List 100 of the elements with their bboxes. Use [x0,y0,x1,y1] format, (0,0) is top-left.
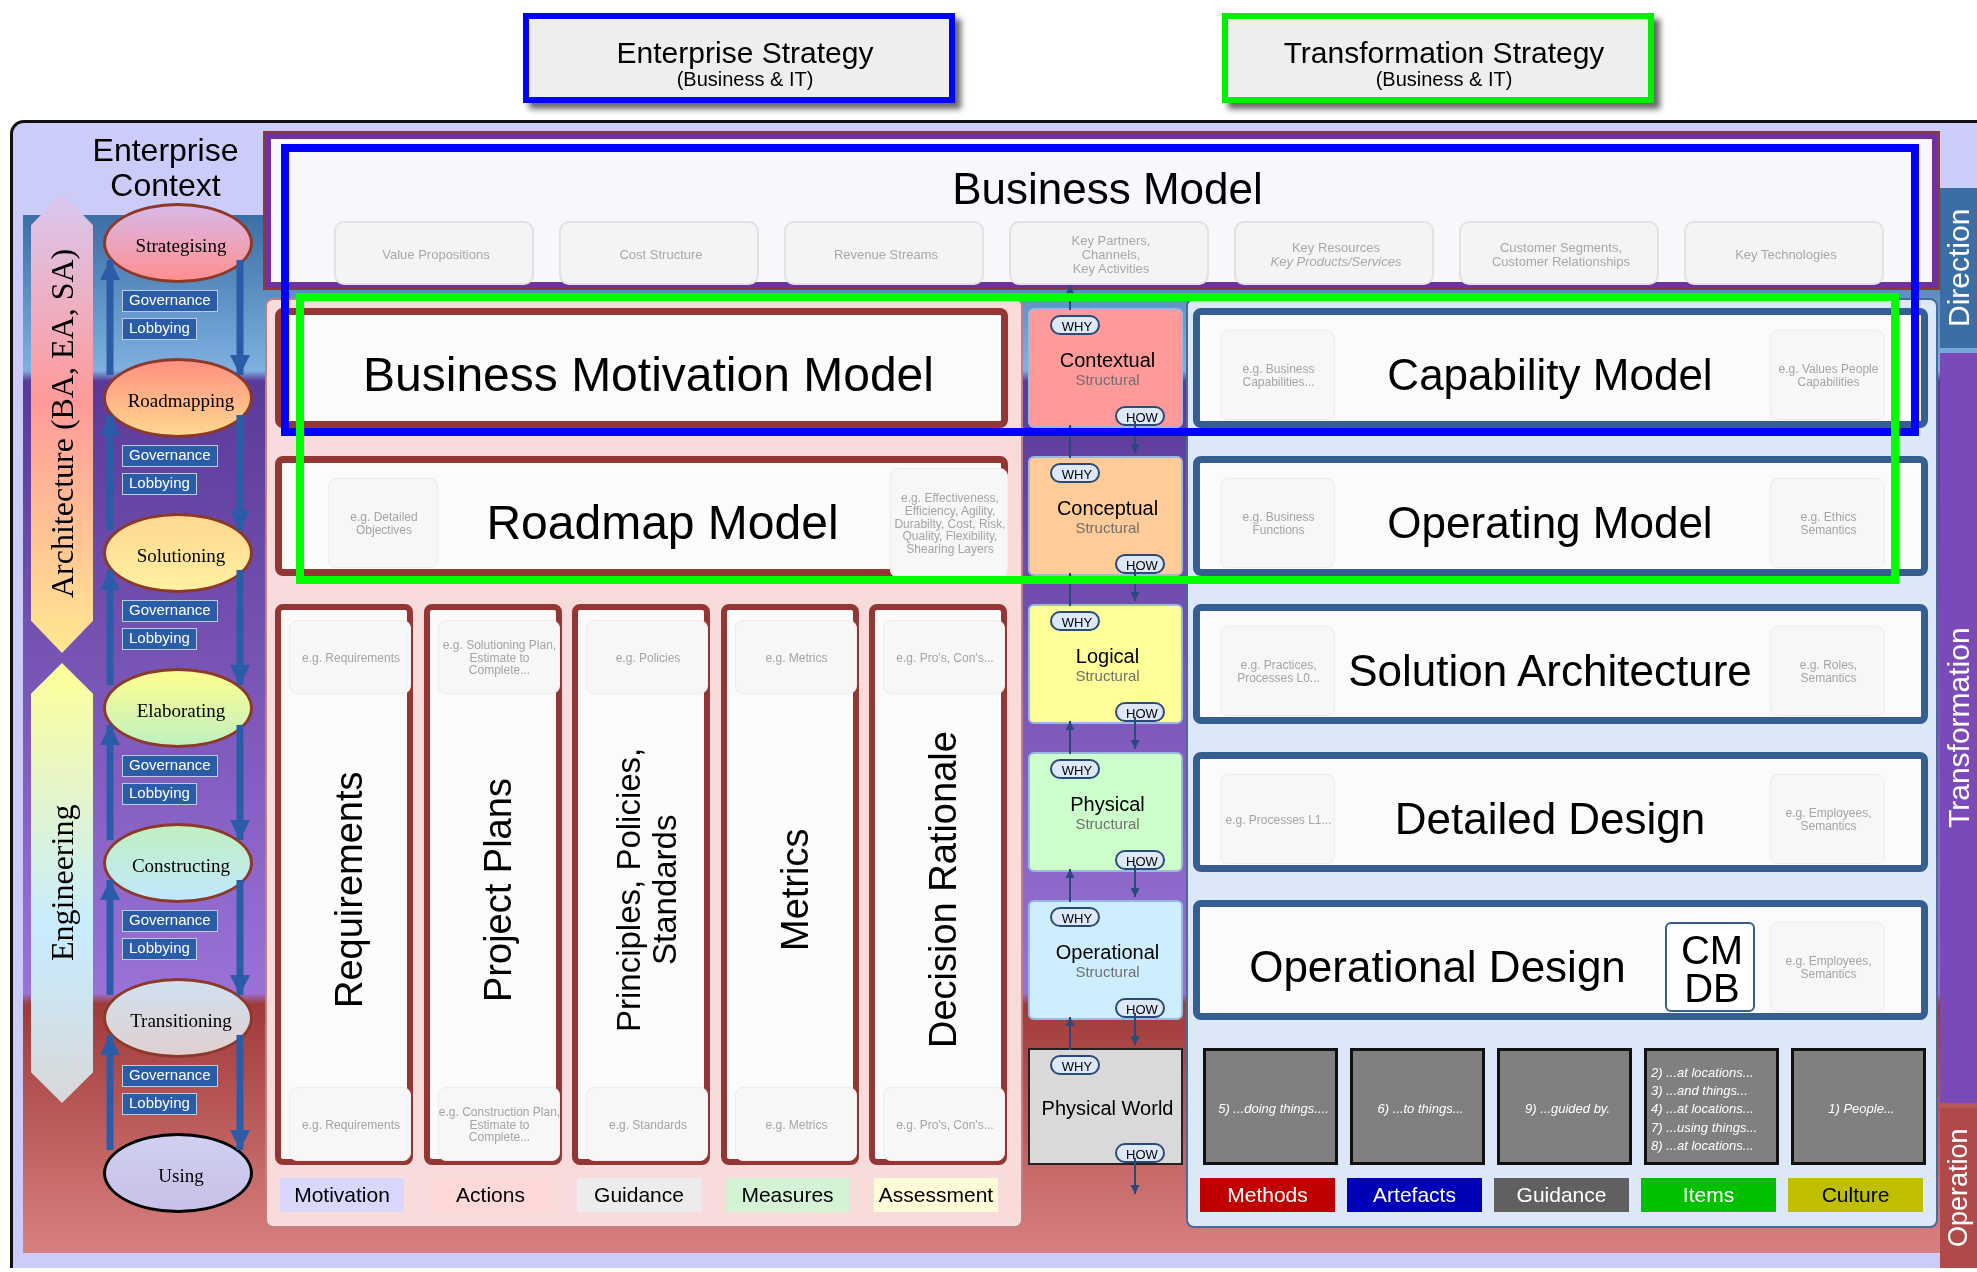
strategy-box [1222,13,1654,103]
pill-label: WHY [1061,616,1093,630]
pill-label: HOW [1126,707,1158,721]
example-card [883,620,1005,694]
layer-text: 6) ...to things... [1377,1102,1464,1117]
arrow [1065,868,1075,903]
example-text: e.g. Policies [615,651,681,665]
arrow [1130,1157,1140,1195]
example-text: e.g. Business Functions [1241,511,1316,537]
example-text: e.g. Pro's, Con's... [896,1118,994,1132]
element-text: Key Partners, [1071,233,1151,248]
question-pill [1115,702,1165,722]
arrow [100,1034,120,1151]
level-box [1028,900,1183,1020]
band-label: Architecture (BA, EA, SA) [44,248,80,598]
model-band [265,133,1938,288]
example-text: e.g. Requirements [301,1118,401,1132]
question-pill [1050,759,1100,779]
activity-label: Strategising [135,235,227,257]
edge-label: Lobbying [122,628,197,650]
layer-box [1203,1048,1338,1165]
level-label: Logical [1075,646,1140,668]
question-pill [1115,406,1165,426]
model-row [1193,456,1928,576]
question-pill [1050,611,1100,631]
model-title: Business Motivation Model [363,349,934,401]
example-text: e.g. Pro's, Con's... [896,651,994,665]
arrow [230,569,250,686]
element-text: Channels, [1081,248,1141,262]
legend-label: Guidance [577,1178,701,1212]
edge-label: Lobbying [122,473,197,495]
arrow [230,414,250,531]
example-text: e.g. Metrics [765,1118,828,1132]
example-card [1770,774,1885,864]
layer-box [1791,1048,1926,1165]
element-text: Cost Structure [619,248,703,262]
example-card [1220,626,1335,716]
model-column [275,604,413,1165]
pill-label: WHY [1061,912,1093,926]
edge-label: Lobbying [122,318,197,340]
layer-text: 3) ...and things... [1651,1084,1748,1099]
arrow [230,724,250,841]
layer-text: 4) ...at locations... [1651,1102,1754,1117]
question-pill [1050,463,1100,483]
example-card [1770,922,1885,1012]
stage-band [1940,188,1977,348]
element-card [1234,221,1434,285]
arrow [230,1034,250,1151]
example-card [883,1087,1005,1161]
example-text: e.g. Metrics [765,651,828,665]
legend-label: Actions [428,1178,553,1212]
activity-label: Transitioning [130,1010,232,1032]
example-card [890,468,1008,578]
model-title: Solution Architecture [1348,647,1752,695]
example-text: e.g. Effectiveness, Efficiency, Agility, Durabilty, Cost, Risk, Quality, Flexibility, Shearing Layers [893,491,1007,557]
model-title: Capability Model [1387,351,1713,399]
activity-label: Elaborating [136,700,226,722]
column-title: Requirements [329,771,371,1009]
edge-label: Lobbying [122,1093,197,1115]
model-title: Operational Design [1249,943,1626,991]
model-column [572,604,710,1165]
model-column [869,604,1007,1165]
example-card [437,620,560,694]
layer-box [1350,1048,1485,1165]
layer-text: 9) ...guided by. [1524,1102,1610,1117]
element-card [334,221,534,285]
question-pill [1050,1055,1100,1075]
example-text: e.g. Solutioning Plan, Estimate to Complete... [441,638,558,678]
legend-label: Culture [1788,1178,1923,1212]
element-text: Customer Segments, [1499,240,1623,255]
example-card [1220,478,1335,568]
element-card [1684,221,1884,285]
example-text: e.g. Values People Capabilities [1777,363,1880,389]
example-card [586,1087,708,1161]
legend-label: Guidance [1494,1178,1629,1212]
example-text: e.g. Requirements [301,651,401,665]
question-pill [1115,1143,1165,1163]
edge-label: Governance [122,755,218,777]
activity-label: Constructing [131,855,231,877]
example-text: e.g. Employees, Semantics [1784,955,1873,981]
column-title: Project Plans [478,778,519,1002]
model-column [423,604,562,1165]
example-text: e.g. Processes L1... [1225,813,1332,827]
pill-label: HOW [1126,411,1158,425]
edge-label: Governance [122,445,218,467]
layer-text: 1) People... [1828,1102,1895,1117]
pill-label: WHY [1061,468,1093,482]
arrow [1065,720,1075,755]
pill-label: WHY [1061,1060,1093,1074]
arrow [100,259,120,376]
arrow [1130,420,1140,454]
arrow [230,879,250,996]
legend-label: Artefacts [1347,1178,1482,1212]
example-card [328,478,438,568]
example-card [289,1087,411,1161]
context-frame [10,120,1977,1268]
strategy-box [523,13,955,103]
strategy-title: Enterprise Strategy [616,37,874,70]
arrow [1130,716,1140,750]
element-card [559,221,759,285]
